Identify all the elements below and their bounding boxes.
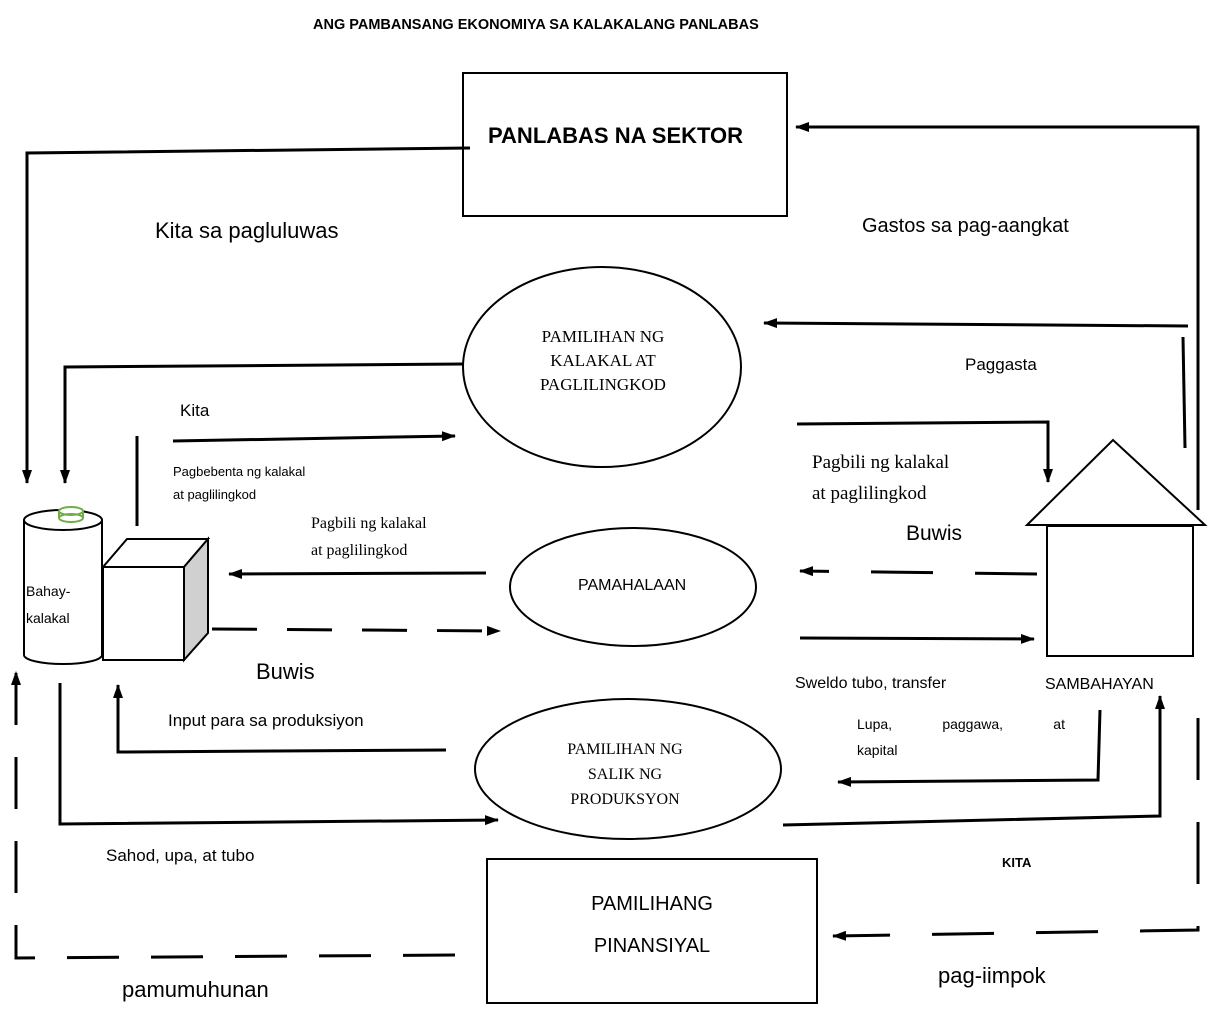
pagbebenta-line-2: at paglilingkod: [173, 487, 257, 502]
pagbili-kalakal-right-label: Pagbili ng kalakal at paglilingkod: [812, 447, 949, 509]
sambahayan-label: SAMBAHAYAN: [1045, 676, 1154, 693]
pamahalaan-ellipse: [509, 527, 757, 647]
pamilihang-pinansiyal-box: [486, 858, 818, 1004]
pagbebenta-label: Pagbebenta ng kalakal at paglilingkod: [173, 460, 305, 506]
paggasta-line-up: [1181, 336, 1187, 449]
sahod-label: Sahod, upa, at tubo: [106, 846, 255, 865]
pagbili-kalakal-left-label: Pagbili ng kalakal at paglilingkod: [311, 510, 427, 564]
paggawa-word: paggawa,: [942, 716, 1004, 732]
bahay-kalakal-label: Bahay- kalakal: [26, 578, 70, 632]
sahod-upa-tubo-arrow: [58, 683, 499, 826]
sambahayan-house-icon: [1024, 438, 1208, 657]
input-produksiyon-label: Input para sa produksiyon: [168, 711, 364, 730]
pagbebenta-line-1: Pagbebenta ng kalakal: [173, 464, 306, 479]
bahay-kalakal-icon: [23, 506, 211, 665]
pamilihang-pinansiyal-line-2: PINANSIYAL: [593, 935, 711, 957]
pamilihang-pinansiyal-label: PAMILIHANG PINANSIYAL: [552, 883, 752, 967]
pamumuhunan-label: pamumuhunan: [122, 977, 269, 1002]
pamilihan-salik-line-3: PRODUKSYON: [570, 791, 680, 808]
kita-label: Kita: [180, 401, 210, 420]
pagbili-kalakal-left-arrow: [228, 568, 487, 579]
kita-pagluluwas-arrow: [22, 146, 471, 484]
pamahalaan-label: PAMAHALAAN: [578, 577, 687, 594]
pag-iimpok-arrow: [832, 718, 1200, 941]
pamilihan-kalakal-ellipse: [462, 266, 742, 468]
pamilihan-salik-line-2: SALIK NG: [587, 766, 663, 783]
bahay-kalakal-line-1: Bahay-: [26, 583, 71, 599]
pag-iimpok-label: pag-iimpok: [938, 963, 1046, 988]
pagbili-left-line-2: at paglilingkod: [311, 542, 408, 559]
buwis-left-label: Buwis: [256, 659, 315, 684]
pagbili-right-line-1: Pagbili ng kalakal: [812, 452, 950, 473]
pamilihan-to-bahay-arrow: [60, 362, 464, 484]
panlabas-na-sektor-box: [462, 72, 788, 217]
pamumuhunan-arrow: [11, 671, 456, 960]
page-title: ANG PAMBANSANG EKONOMIYA SA KALAKALANG P…: [313, 17, 759, 33]
paggasta-label: Paggasta: [965, 355, 1037, 374]
pamilihang-pinansiyal-line-1: PAMILIHANG: [591, 893, 713, 915]
pagbili-right-line-2: at paglilingkod: [812, 483, 927, 504]
pagbili-kalakal-right-arrow: [796, 420, 1053, 483]
pamilihan-salik-label: PAMILIHAN NG SALIK NG PRODUKSYON: [530, 737, 720, 812]
at-word: at: [1053, 716, 1065, 732]
gastos-pag-aangkat-arrow: [795, 122, 1200, 510]
kita-caps-label: KITA: [1002, 855, 1032, 870]
pamilihan-kalakal-line-3: PAGLILINGKOD: [540, 375, 666, 394]
gastos-pag-aangkat-label: Gastos sa pag-aangkat: [862, 215, 1069, 237]
kita-sambahayan-arrow: [782, 695, 1165, 827]
pagbili-left-line-1: Pagbili ng kalakal: [311, 515, 427, 532]
lupa-word: Lupa,: [857, 716, 893, 732]
pamilihan-kalakal-line-2: KALAKAL AT: [550, 351, 656, 370]
kapital-label: kapital: [857, 742, 898, 758]
pamilihan-salik-line-1: PAMILIHAN NG: [567, 741, 683, 758]
paggasta-arrow: [763, 318, 1189, 329]
kita-pagluluwas-label: Kita sa pagluluwas: [155, 218, 339, 243]
sweldo-label: Sweldo tubo, transfer: [795, 675, 947, 692]
input-produksiyon-arrow: [113, 684, 447, 754]
kita-arrow: [172, 431, 456, 443]
buwis-right-label: Buwis: [906, 522, 963, 545]
panlabas-na-sektor-label: PANLABAS NA SEKTOR: [488, 123, 744, 148]
buwis-left-arrow: [211, 625, 501, 636]
lupa-paggawa-label: Lupa, paggawa, at: [857, 716, 1065, 732]
bahay-kalakal-line-2: kalakal: [26, 610, 70, 626]
sweldo-arrow: [799, 633, 1035, 644]
lupa-paggawa-kapital-arrow: [837, 709, 1102, 787]
pamilihan-kalakal-label: PAMILIHAN NG KALAKAL AT PAGLILINGKOD: [508, 325, 698, 397]
buwis-right-arrow: [799, 566, 1038, 577]
pamilihan-kalakal-line-1: PAMILIHAN NG: [541, 327, 665, 346]
pamilihan-salik-ellipse: [474, 698, 782, 840]
